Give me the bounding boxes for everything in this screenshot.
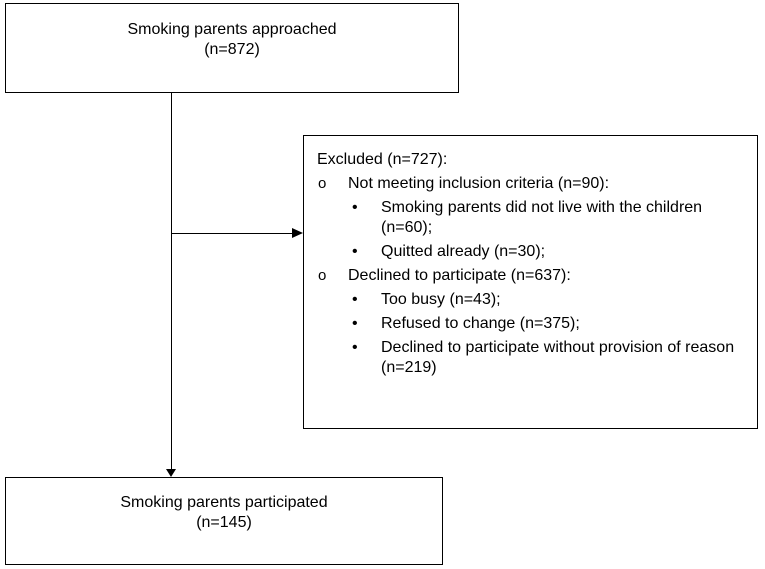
exclusion-group-label: Declined to participate (n=637): bbox=[348, 267, 571, 284]
circle-bullet-icon: o bbox=[318, 175, 327, 192]
participated-title: Smoking parents participated bbox=[120, 494, 328, 511]
list-item: • Refused to change (n=375); bbox=[348, 314, 747, 334]
list-item-label: Declined to participate without provisio… bbox=[381, 339, 735, 376]
approached-box: Smoking parents approached (n=872) bbox=[5, 3, 459, 93]
excluded-box: Excluded (n=727): o Not meeting inclusio… bbox=[303, 135, 758, 429]
list-item-label: Too busy (n=43); bbox=[381, 291, 501, 308]
participated-box: Smoking parents participated (n=145) bbox=[5, 477, 443, 565]
exclusion-group-inclusion: o Not meeting inclusion criteria (n=90):… bbox=[317, 174, 747, 262]
bullet-icon: • bbox=[352, 243, 358, 260]
list-item-label: Refused to change (n=375); bbox=[381, 315, 580, 332]
arrow-down-icon bbox=[166, 469, 176, 477]
bullet-icon: • bbox=[352, 339, 358, 356]
list-item-label: Quitted already (n=30); bbox=[381, 243, 546, 260]
bullet-icon: • bbox=[352, 199, 358, 216]
flow-line-horizontal bbox=[172, 233, 293, 234]
excluded-title: Excluded (n=727): bbox=[317, 151, 448, 168]
flow-line-vertical bbox=[171, 93, 172, 469]
bullet-icon: • bbox=[352, 291, 358, 308]
bullet-icon: • bbox=[352, 315, 358, 332]
arrow-right-icon bbox=[292, 228, 303, 238]
list-item: • Quitted already (n=30); bbox=[348, 242, 747, 262]
approached-count: (n=872) bbox=[204, 41, 260, 58]
exclusion-group-label: Not meeting inclusion criteria (n=90): bbox=[348, 175, 610, 192]
list-item: • Smoking parents did not live with the … bbox=[348, 198, 747, 238]
circle-bullet-icon: o bbox=[318, 267, 327, 284]
list-item: • Too busy (n=43); bbox=[348, 290, 747, 310]
list-item: • Declined to participate without provis… bbox=[348, 338, 747, 378]
list-item-label: Smoking parents did not live with the ch… bbox=[381, 199, 703, 236]
approached-title: Smoking parents approached bbox=[127, 21, 337, 38]
participated-count: (n=145) bbox=[196, 514, 252, 531]
exclusion-group-declined: o Declined to participate (n=637): • Too… bbox=[317, 266, 747, 378]
